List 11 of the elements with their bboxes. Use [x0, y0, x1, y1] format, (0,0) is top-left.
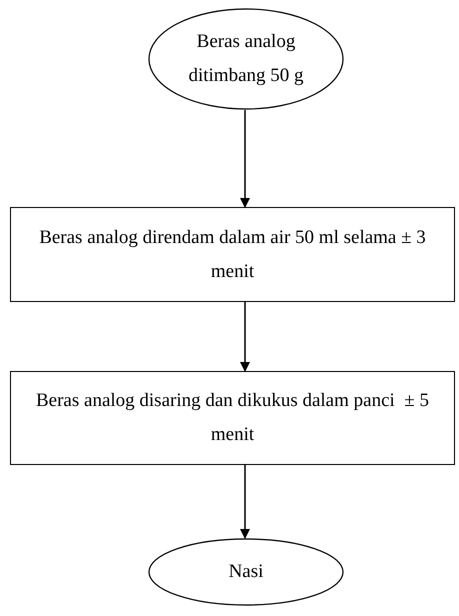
arrow — [240, 110, 250, 208]
process-box — [10, 371, 455, 465]
process-box — [10, 207, 455, 302]
node-text: Beras analog ditimbang 50 g — [187, 30, 305, 88]
terminal-ellipse — [148, 8, 344, 110]
terminal-ellipse — [148, 538, 344, 606]
node-text: Beras analog direndam dalam air 50 ml selama ± 3 menit — [38, 226, 427, 284]
arrow — [240, 465, 250, 539]
node-text: Nasi — [228, 560, 264, 584]
node-text: Beras analog disaring dan dikukus dalam panci ± 5 menit — [35, 389, 430, 447]
arrow — [240, 302, 250, 372]
